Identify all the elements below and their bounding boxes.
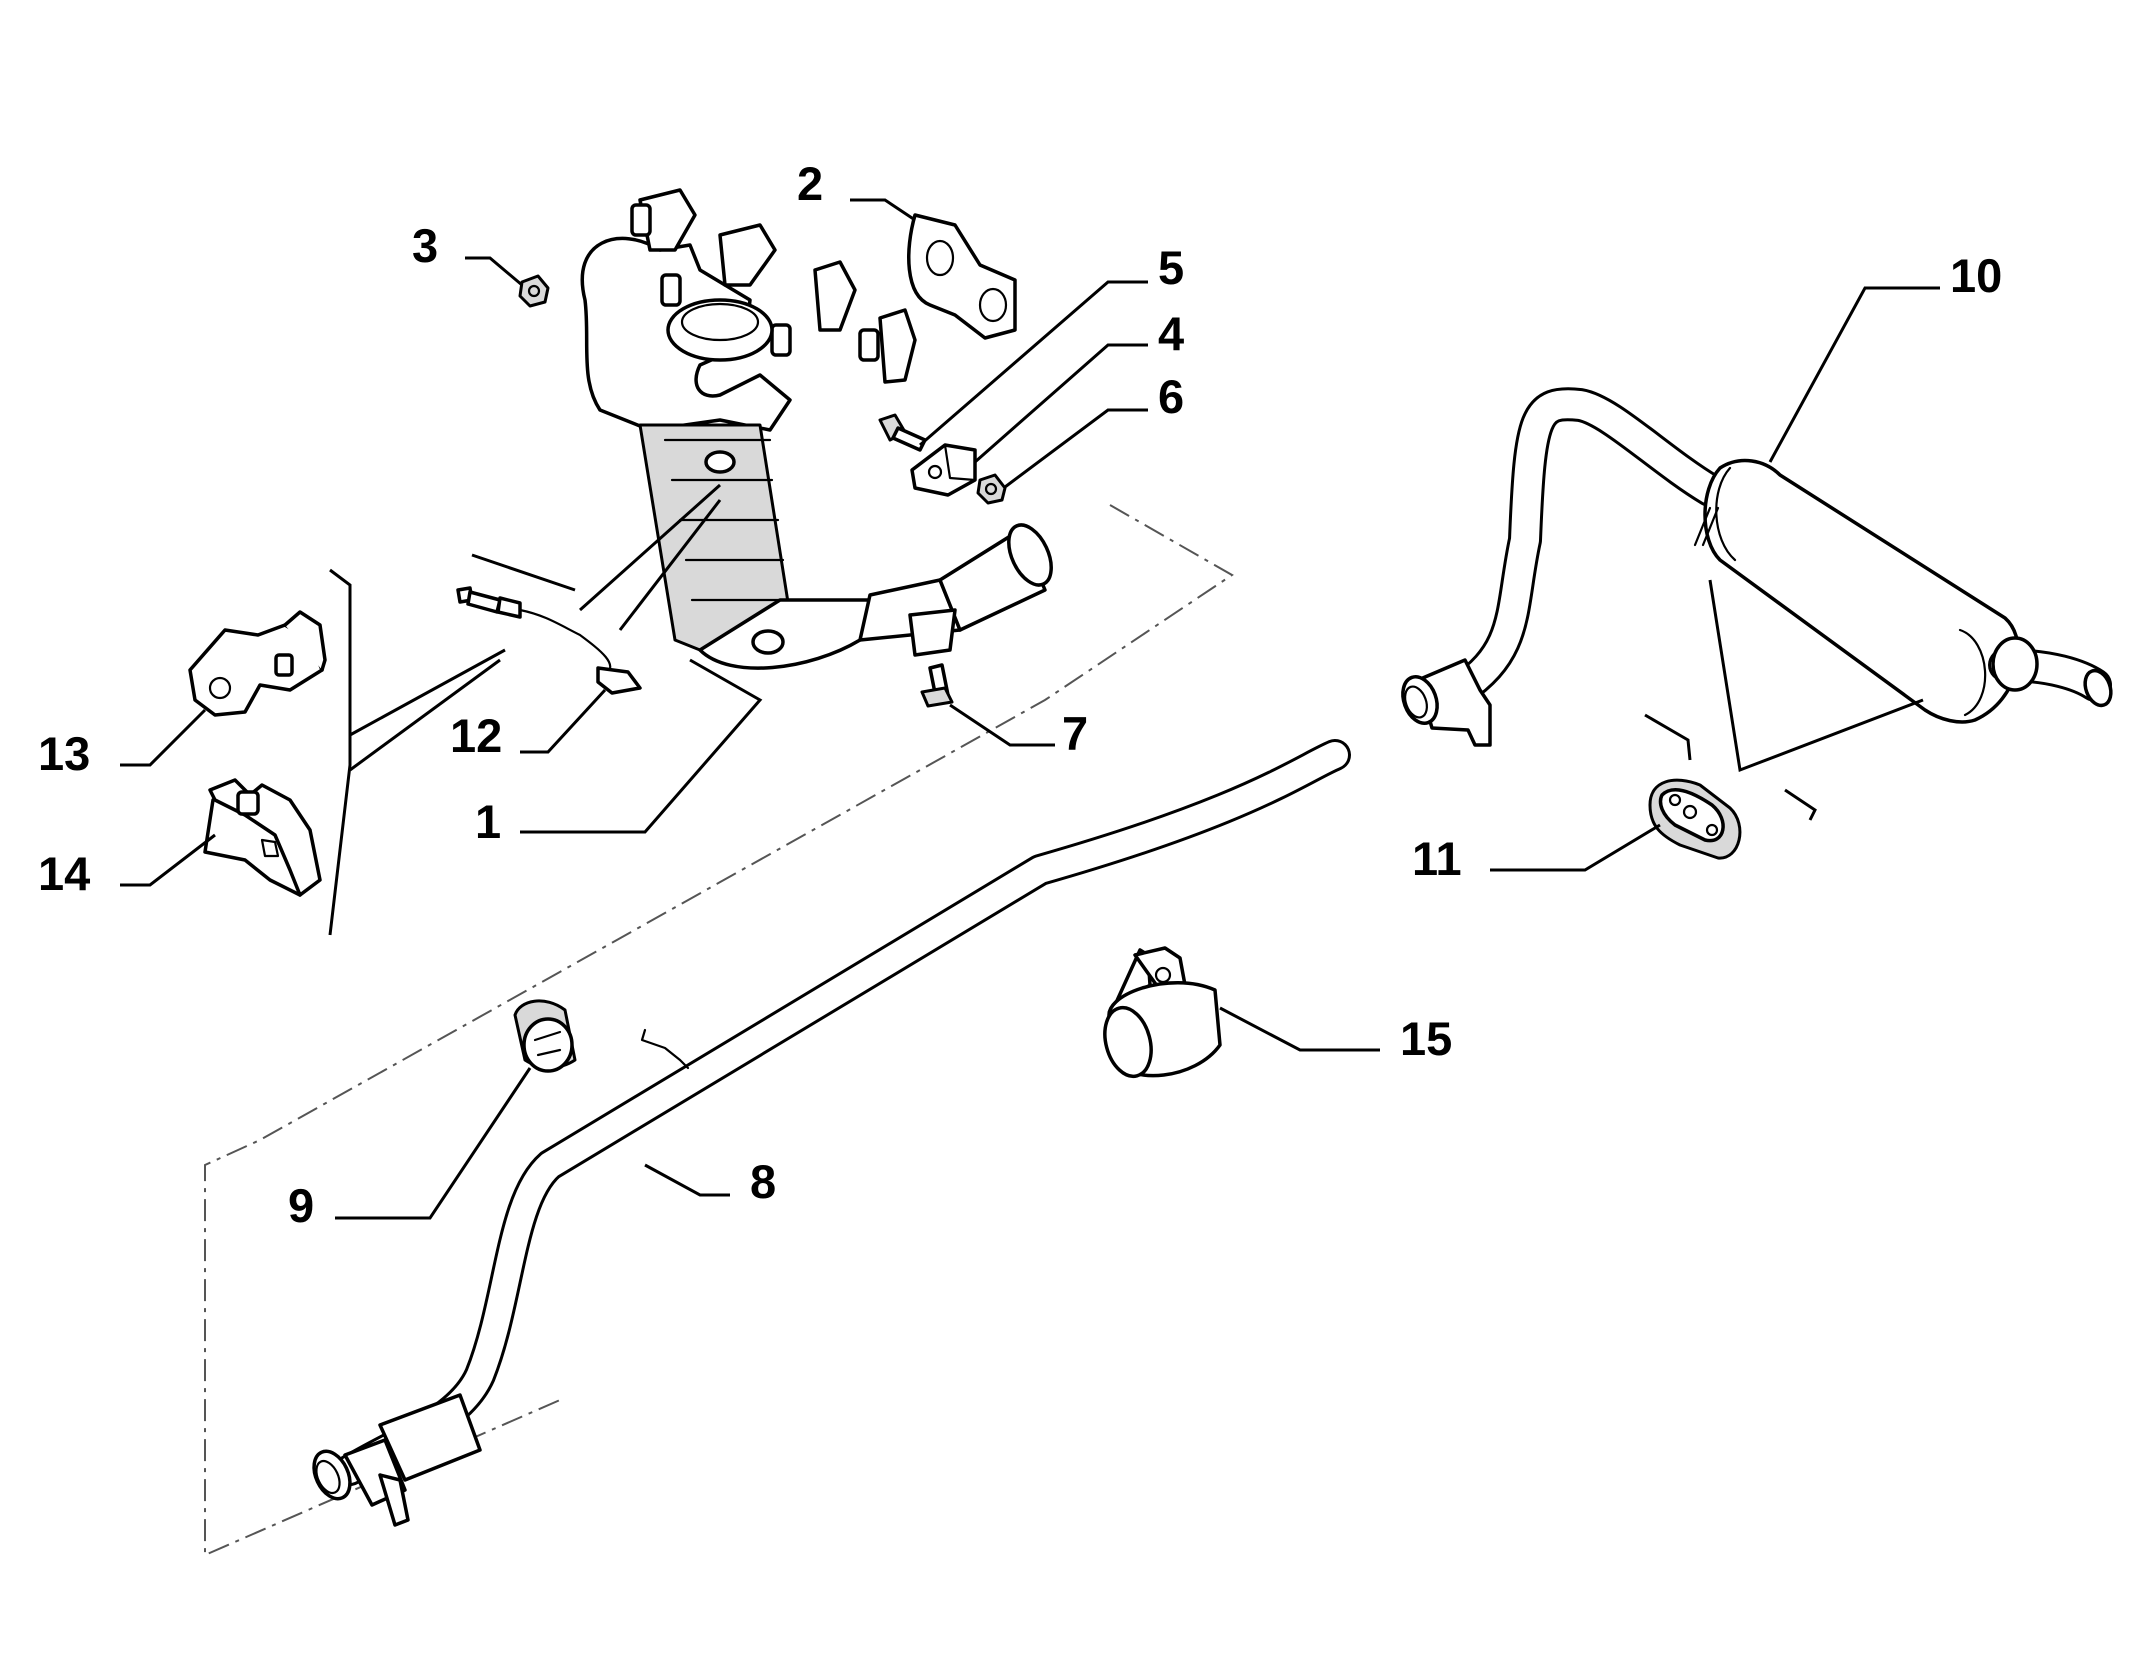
assembly-guide-lines bbox=[204, 504, 1234, 1557]
leader-10 bbox=[1768, 286, 1940, 463]
part-14-bracket[interactable] bbox=[203, 778, 322, 897]
callout-15: 15 bbox=[1400, 1012, 1452, 1065]
part-15-clamp[interactable] bbox=[1098, 946, 1222, 1082]
leader-3 bbox=[465, 256, 523, 287]
part-3-nut[interactable] bbox=[518, 274, 550, 308]
leader-15 bbox=[1219, 1006, 1380, 1052]
leader-12 bbox=[520, 688, 607, 754]
leader-4 bbox=[974, 343, 1148, 464]
part-2-manifold-gasket[interactable] bbox=[907, 213, 1017, 340]
leader-1c bbox=[618, 499, 722, 631]
rear-hanger-guides bbox=[1644, 579, 1924, 821]
leader-5 bbox=[919, 280, 1148, 447]
part-1-exhaust-manifold-catalyst[interactable] bbox=[580, 188, 1060, 670]
part-9-rubber-mounting[interactable] bbox=[513, 999, 577, 1073]
leader-6 bbox=[1004, 408, 1148, 489]
callout-9: 9 bbox=[288, 1179, 314, 1232]
leader-1 bbox=[520, 658, 763, 834]
callout-4: 4 bbox=[1158, 307, 1184, 360]
callout-2: 2 bbox=[797, 157, 823, 210]
callout-1: 1 bbox=[475, 795, 501, 848]
callout-5: 5 bbox=[1158, 241, 1184, 294]
part-12-oxygen-sensor[interactable] bbox=[456, 586, 642, 695]
leader-1d bbox=[471, 553, 576, 592]
part-11-rubber-hanger[interactable] bbox=[1648, 778, 1742, 860]
callout-3: 3 bbox=[412, 219, 438, 272]
callout-12: 12 bbox=[450, 709, 502, 762]
part-8-front-exhaust-pipe[interactable] bbox=[307, 739, 1351, 1527]
callout-6: 6 bbox=[1158, 370, 1184, 423]
part-5-bolt[interactable] bbox=[878, 413, 927, 452]
callout-11: 11 bbox=[1412, 832, 1462, 885]
leader-2 bbox=[850, 198, 916, 222]
leader-13 bbox=[120, 708, 207, 767]
part-13-bracket[interactable] bbox=[188, 610, 327, 717]
callout-13: 13 bbox=[38, 727, 90, 780]
leader-11 bbox=[1490, 823, 1661, 872]
callout-8: 8 bbox=[750, 1155, 776, 1208]
group-bracket-12-13-14 bbox=[328, 568, 506, 936]
part-10-rear-silencer[interactable] bbox=[1397, 387, 2116, 747]
callout-labels: 1 2 3 4 5 6 7 8 9 10 11 12 13 14 15 bbox=[38, 157, 2002, 1232]
part-6-nut[interactable] bbox=[976, 473, 1007, 505]
callout-7: 7 bbox=[1062, 707, 1088, 760]
part-7-bolt[interactable] bbox=[920, 663, 954, 708]
leader-7 bbox=[949, 703, 1055, 747]
leader-lines bbox=[120, 198, 1940, 1220]
leader-14 bbox=[120, 833, 216, 887]
leader-1b bbox=[579, 483, 721, 612]
leader-8 bbox=[644, 1163, 730, 1197]
part-4-bracket[interactable] bbox=[910, 443, 977, 497]
callout-14: 14 bbox=[38, 847, 90, 900]
leader-9 bbox=[335, 1067, 532, 1220]
callout-10: 10 bbox=[1950, 249, 2002, 302]
